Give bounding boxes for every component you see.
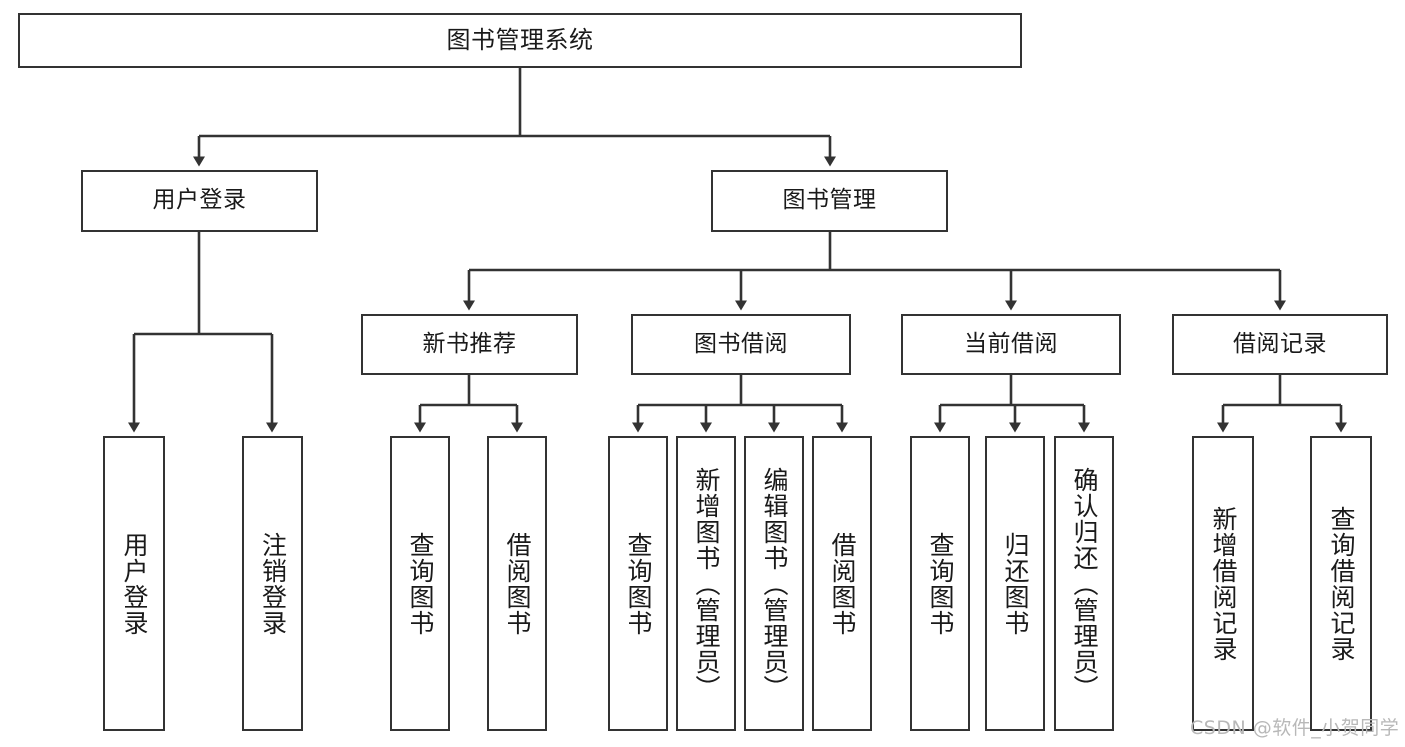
csdn-watermark: CSDN @软件_小贺同学 bbox=[1190, 717, 1400, 739]
node-label: 当前借阅 bbox=[964, 330, 1058, 357]
leaf-node-confirm-return-admin[interactable]: 确认归还（管理员） bbox=[1054, 436, 1114, 731]
node-label: 用户登录 bbox=[152, 187, 247, 214]
leaf-node-borrow-book-recommend[interactable]: 借阅图书 bbox=[487, 436, 547, 731]
leaf-node-query-book-recommend[interactable]: 查询图书 bbox=[390, 436, 450, 731]
node-label: 借阅记录 bbox=[1233, 330, 1327, 357]
leaf-node-return-book[interactable]: 归还图书 bbox=[985, 436, 1045, 731]
node-book-borrow[interactable]: 图书借阅 bbox=[631, 314, 851, 375]
node-label: 注销登录 bbox=[258, 531, 288, 636]
node-book-management[interactable]: 图书管理 bbox=[711, 170, 948, 232]
node-current-borrow[interactable]: 当前借阅 bbox=[901, 314, 1121, 375]
node-label: 确认归还（管理员） bbox=[1070, 466, 1099, 701]
node-label: 图书管理 bbox=[782, 187, 877, 214]
node-label: 查询借阅记录 bbox=[1327, 505, 1356, 662]
node-label: 图书管理系统 bbox=[446, 26, 594, 55]
node-label: 归还图书 bbox=[1001, 531, 1030, 636]
node-borrow-record[interactable]: 借阅记录 bbox=[1172, 314, 1388, 375]
node-label: 借阅图书 bbox=[503, 531, 532, 636]
node-new-book-recommendation[interactable]: 新书推荐 bbox=[361, 314, 578, 375]
node-label: 查询图书 bbox=[624, 531, 653, 636]
node-label: 编辑图书（管理员） bbox=[760, 466, 789, 701]
node-label: 借阅图书 bbox=[828, 531, 857, 636]
node-label: 图书借阅 bbox=[694, 330, 788, 357]
node-label: 新书推荐 bbox=[422, 330, 517, 357]
leaf-node-user-login[interactable]: 用户登录 bbox=[103, 436, 165, 731]
leaf-node-add-book-admin[interactable]: 新增图书（管理员） bbox=[676, 436, 736, 731]
node-label: 查询图书 bbox=[406, 531, 435, 636]
node-user-login[interactable]: 用户登录 bbox=[81, 170, 318, 232]
leaf-node-logout[interactable]: 注销登录 bbox=[242, 436, 303, 731]
leaf-node-query-book-borrow[interactable]: 查询图书 bbox=[608, 436, 668, 731]
leaf-node-add-borrow-record[interactable]: 新增借阅记录 bbox=[1192, 436, 1254, 731]
node-label: 新增图书（管理员） bbox=[692, 466, 721, 701]
leaf-node-query-borrow-record[interactable]: 查询借阅记录 bbox=[1310, 436, 1372, 731]
leaf-node-borrow-book[interactable]: 借阅图书 bbox=[812, 436, 872, 731]
leaf-node-edit-book-admin[interactable]: 编辑图书（管理员） bbox=[744, 436, 804, 731]
node-label: 用户登录 bbox=[120, 531, 149, 636]
leaf-node-query-book-current[interactable]: 查询图书 bbox=[910, 436, 970, 731]
node-label: 新增借阅记录 bbox=[1209, 505, 1238, 662]
node-root-system[interactable]: 图书管理系统 bbox=[18, 13, 1022, 68]
node-label: 查询图书 bbox=[926, 531, 955, 636]
